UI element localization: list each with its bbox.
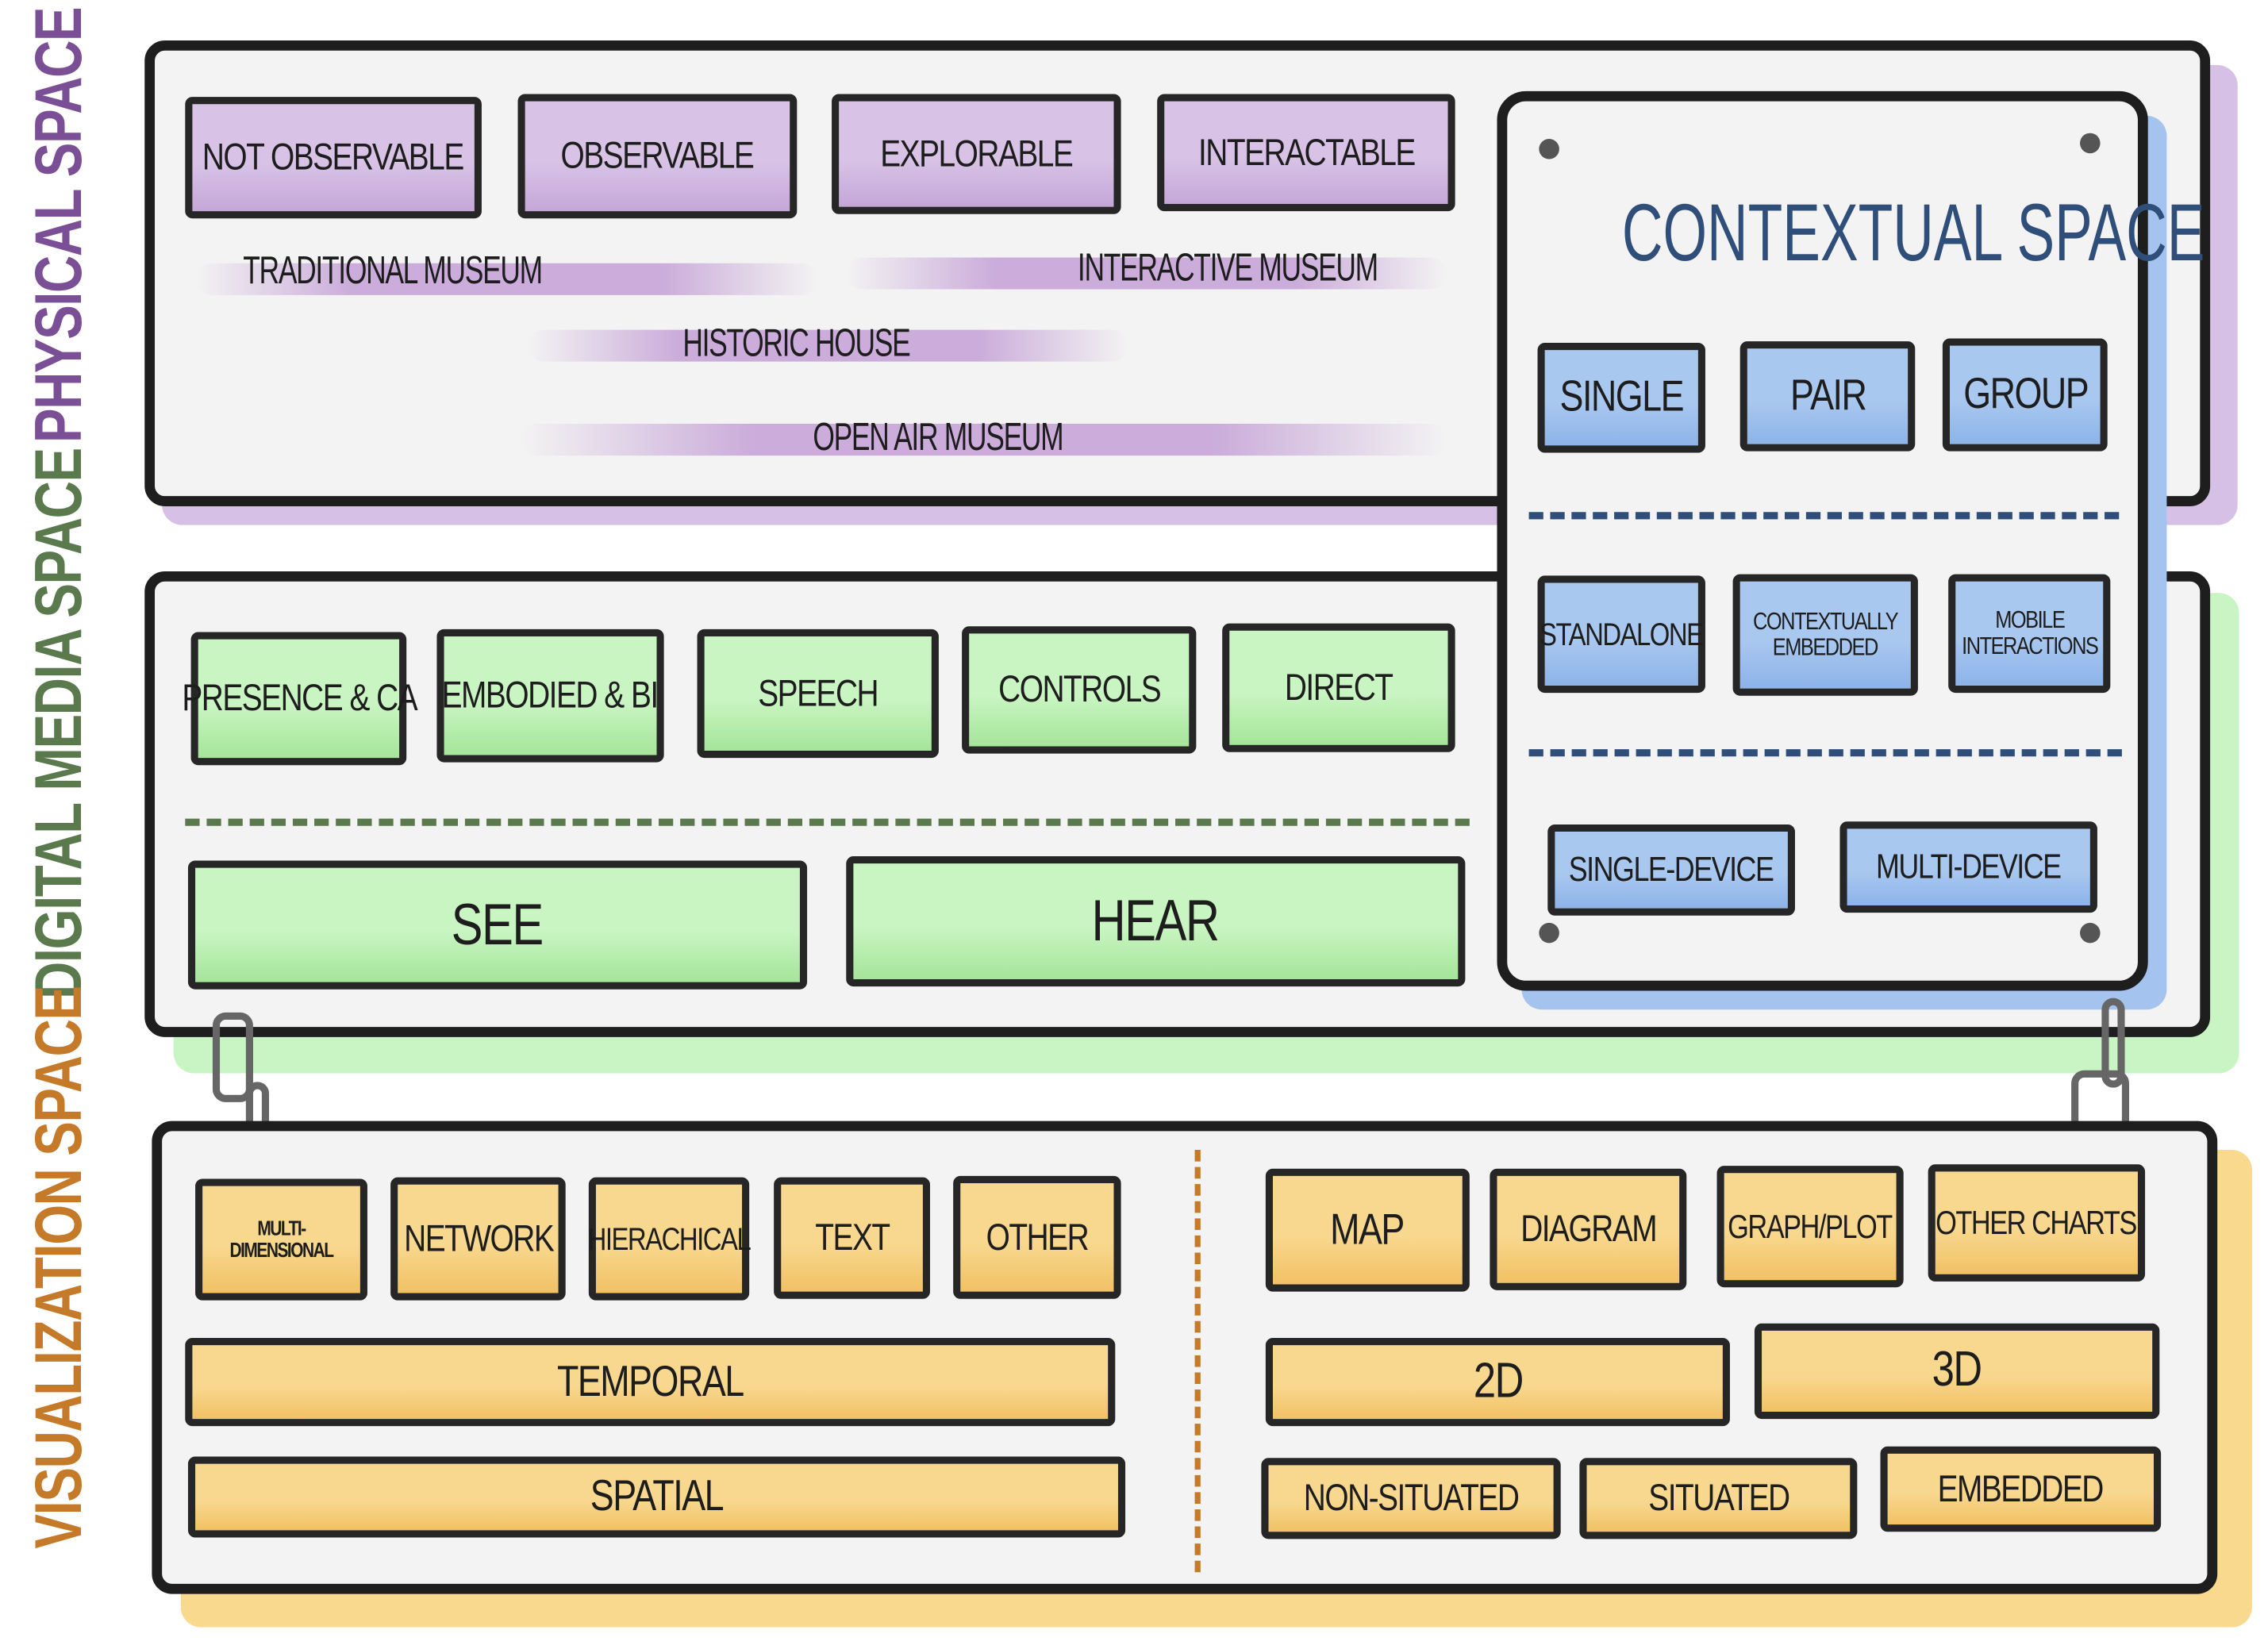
chain-icon <box>2101 997 2125 1088</box>
digital-divider <box>185 818 1470 826</box>
contextual-space-title: CONTEXTUAL SPACE <box>1621 186 2205 278</box>
interaction-speech: SPEECH <box>697 628 939 759</box>
sense-hear: HEAR <box>846 856 1466 987</box>
visualization-space-label: VISUALIZATION SPACE <box>20 986 96 1549</box>
data-multi-dimensional: MULTI-DIMENSIONAL <box>195 1178 367 1301</box>
interaction-direct: DIRECT <box>1222 623 1455 752</box>
interactive-museum-range <box>846 257 1447 290</box>
chart-diagram: DIAGRAM <box>1490 1168 1687 1290</box>
contextual-divider <box>1528 512 2120 520</box>
group-single: SINGLE <box>1537 342 1705 453</box>
data-hierachical: HIERACHICAL <box>588 1177 752 1301</box>
traditional-museum-range <box>195 263 817 295</box>
rendering-2d: 2D <box>1265 1337 1730 1427</box>
visualization-divider <box>1194 1150 1201 1573</box>
rendering-3d: 3D <box>1754 1323 2160 1420</box>
dimension-spatial: SPATIAL <box>187 1456 1126 1538</box>
setup-standalone: STANDALONE <box>1537 575 1705 694</box>
pin-icon <box>2080 922 2101 944</box>
group-pair: PAIR <box>1739 341 1916 452</box>
pin-icon <box>1539 922 1559 944</box>
level-observable: OBSERVABLE <box>517 94 798 219</box>
level-explorable: EXPLORABLE <box>832 94 1121 214</box>
setup-mobile-interactions: MOBILE INTERACTIONS <box>1948 574 2111 694</box>
situatedness-embedded: EMBEDDED <box>1880 1446 2162 1532</box>
open-air-museum-range <box>521 424 1447 456</box>
situatedness-non-situated: NON-SITUATED <box>1261 1458 1561 1539</box>
setup-contextually-embedded: CONTEXTUALLY EMBEDDED <box>1732 574 1918 696</box>
data-text: TEXT <box>774 1177 930 1299</box>
group-group: GROUP <box>1942 338 2108 452</box>
interaction-embodied-bi: EMBODIED & BI <box>436 628 664 763</box>
interaction-presence-ca: PRESENCE & CA <box>181 632 417 766</box>
historic-house-range <box>528 329 1128 362</box>
chain-icon <box>212 1012 253 1102</box>
level-not-observable: NOT OBSERVABLE <box>185 97 482 219</box>
chart-graph-plot: GRAPH/PLOT <box>1716 1166 1904 1288</box>
digital-media-space-label: DIGITAL MEDIA SPACE <box>20 448 96 999</box>
situatedness-situated: SITUATED <box>1579 1458 1858 1539</box>
interaction-controls: CONTROLS <box>962 626 1197 754</box>
dimension-temporal: TEMPORAL <box>185 1337 1116 1427</box>
interactive-museum-label: INTERACTIVE MUSEUM <box>1077 245 1378 290</box>
data-other: OTHER <box>953 1175 1121 1299</box>
pin-icon <box>1539 138 1559 160</box>
contextual-divider <box>1528 749 2122 757</box>
traditional-museum-label: TRADITIONAL MUSEUM <box>243 248 543 293</box>
device-multi: MULTI-DEVICE <box>1839 821 2097 913</box>
pin-icon <box>2080 133 2101 154</box>
chart-map: MAP <box>1265 1168 1470 1292</box>
open-air-museum-label: OPEN AIR MUSEUM <box>813 415 1063 459</box>
device-single: SINGLE-DEVICE <box>1547 824 1795 916</box>
chart-other-charts: OTHER CHARTS <box>1928 1164 2146 1282</box>
historic-house-label: HISTORIC HOUSE <box>682 321 910 365</box>
sense-see: SEE <box>187 860 808 990</box>
physical-space-label: PHYSICAL SPACE <box>20 7 96 444</box>
level-interactable: INTERACTABLE <box>1157 94 1455 212</box>
data-network: NETWORK <box>390 1177 566 1301</box>
